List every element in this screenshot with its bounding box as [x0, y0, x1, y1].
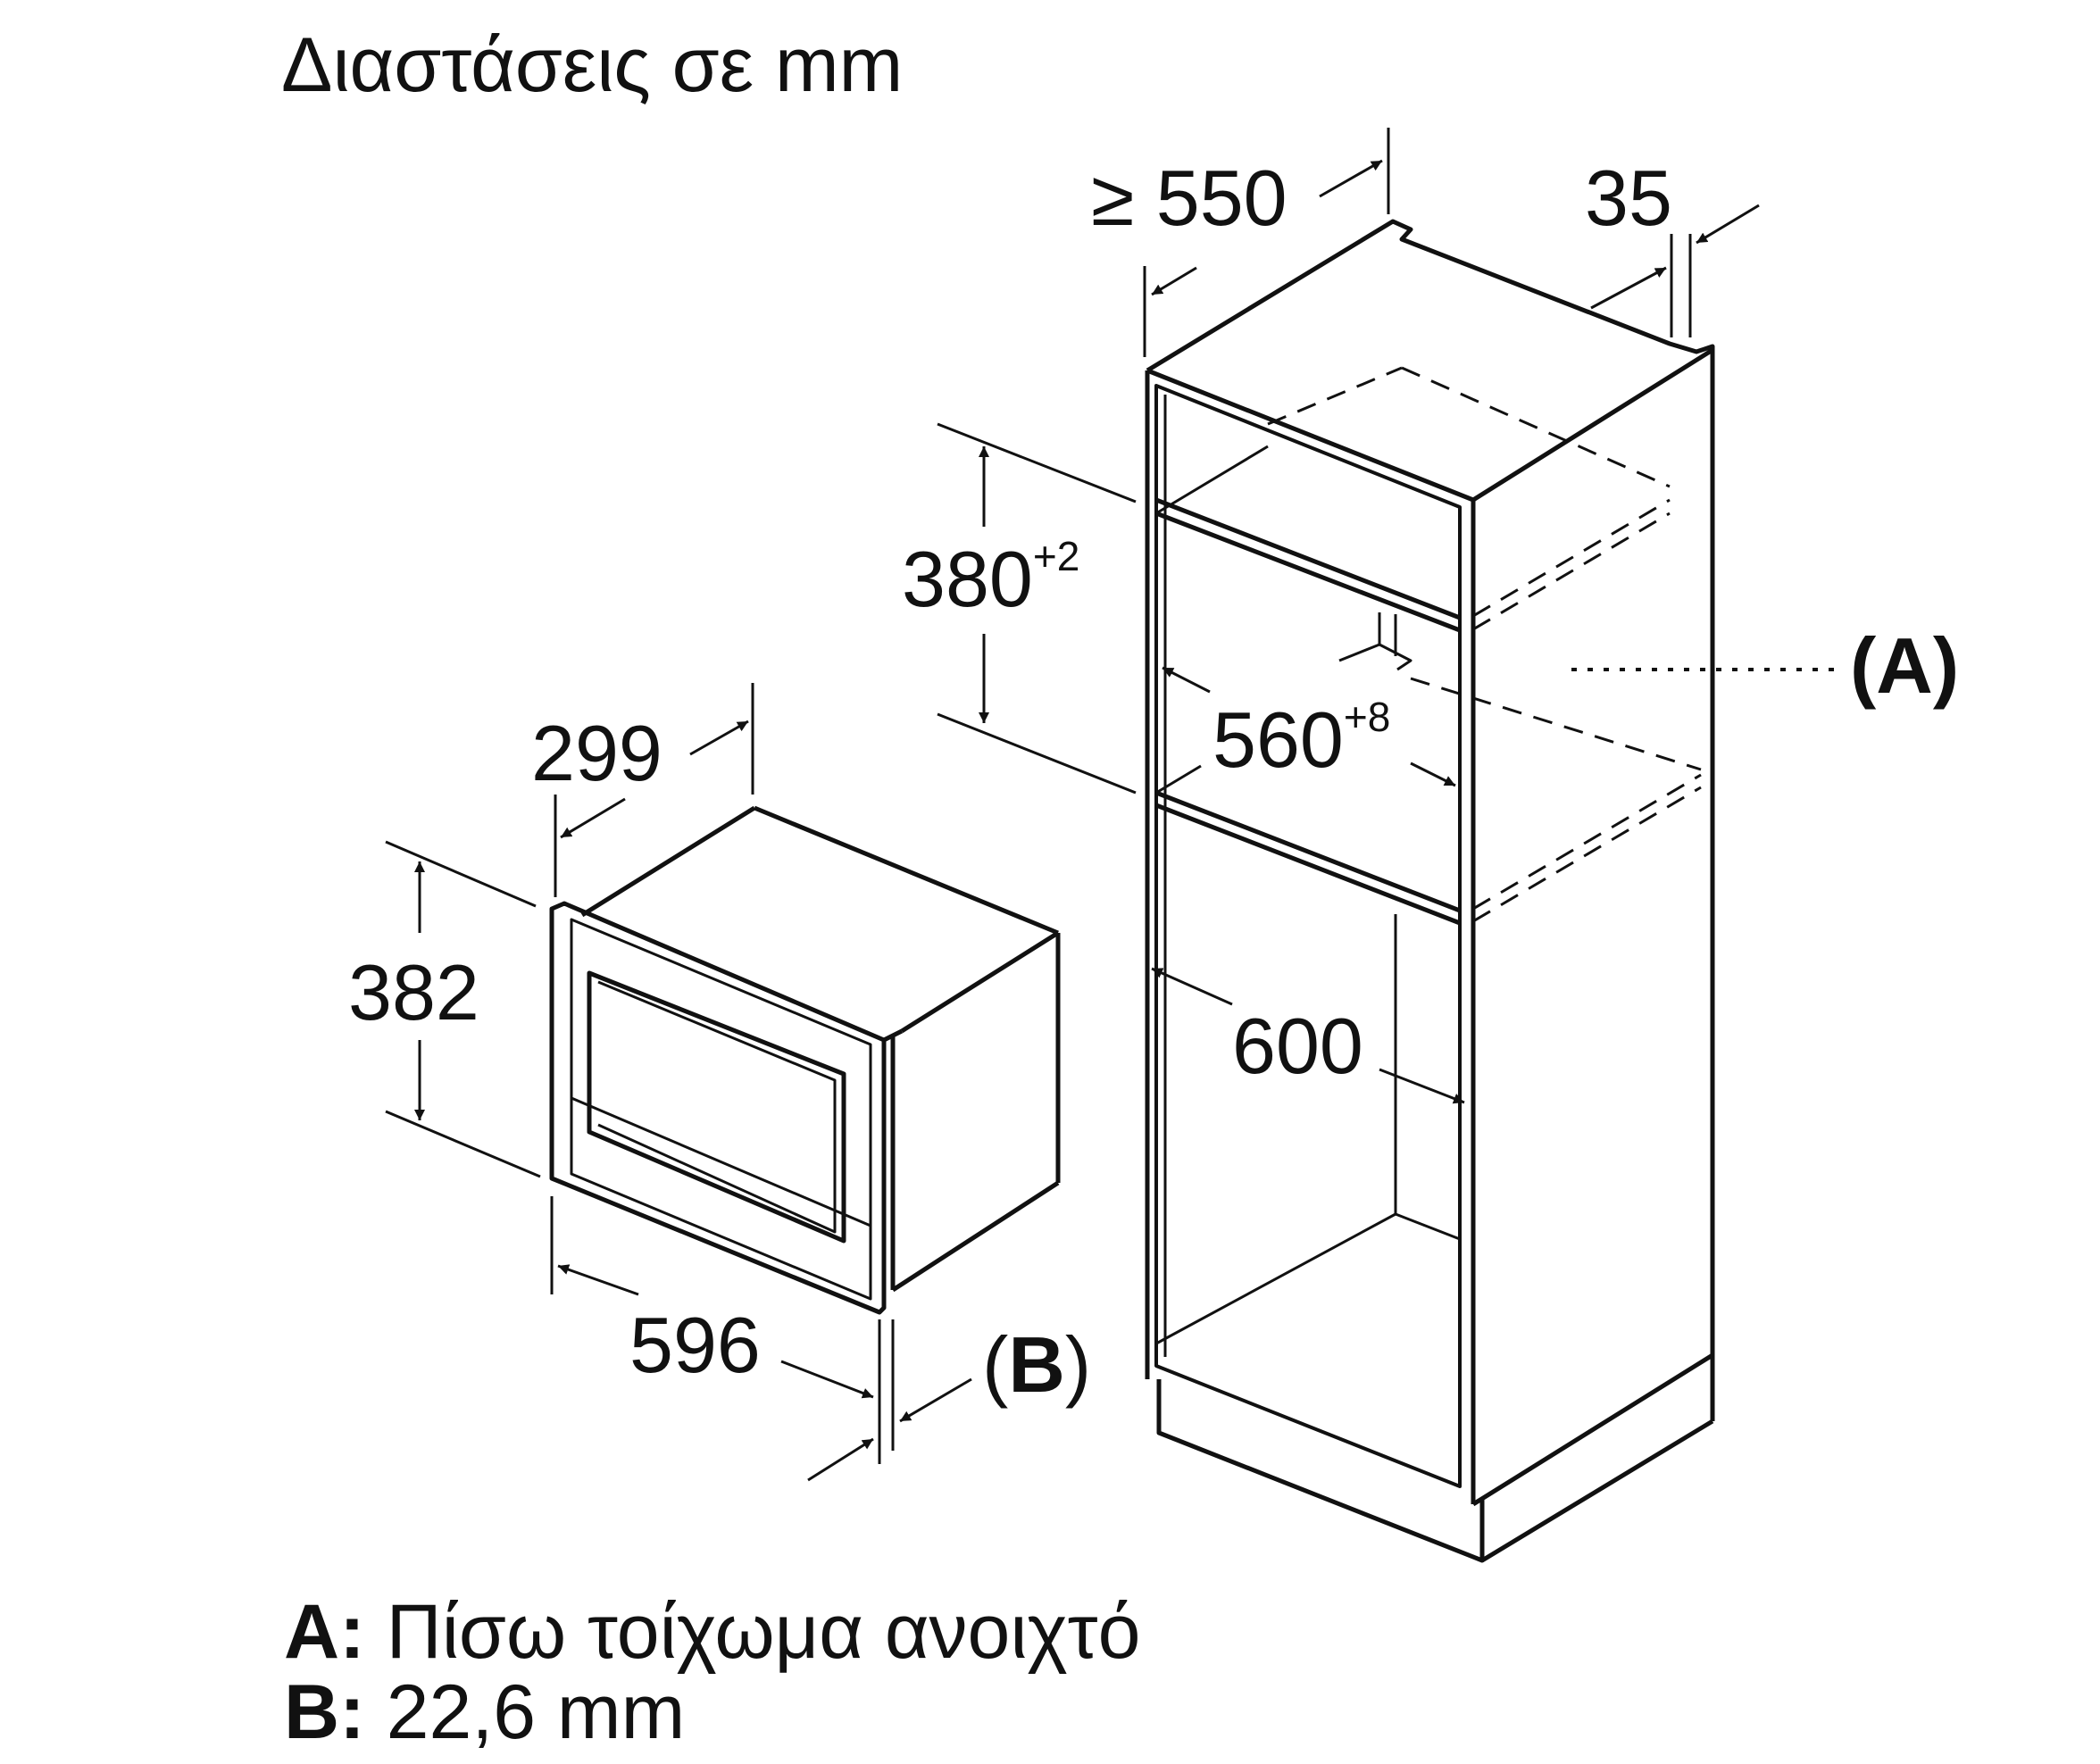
legend-text-b: 22,6 mm — [386, 1669, 686, 1755]
legend-item-a: A: Πίσω τοίχωμα ανοιχτό — [284, 1593, 1140, 1670]
legend-text-a: Πίσω τοίχωμα ανοιχτό — [386, 1589, 1141, 1675]
dim-cabinet-depth: ≥ 550 — [1091, 154, 1288, 242]
marker-a: (A) — [1850, 627, 1959, 705]
page-title: Διαστάσεις σε mm — [281, 22, 904, 108]
dim-appliance-width: 596 — [629, 1301, 761, 1389]
marker-b-open: ( — [982, 1320, 1009, 1409]
dim-appliance-height: 382 — [348, 948, 479, 1036]
dim-niche-height-value: 380 — [902, 535, 1033, 623]
dim-appliance-depth: 299 — [531, 709, 662, 797]
marker-a-text: (A) — [1850, 621, 1960, 710]
dim-niche-width-tolerance: +8 — [1343, 694, 1391, 740]
dim-niche-height-tolerance: +2 — [1032, 533, 1080, 579]
marker-b-close: ) — [1064, 1320, 1092, 1409]
marker-b: (B) — [982, 1326, 1091, 1404]
dim-cabinet-width: 600 — [1232, 1002, 1363, 1090]
dimension-lines — [385, 128, 1835, 1482]
dim-niche-height: 380+2 — [902, 536, 1079, 619]
dim-niche-width: 560+8 — [1212, 696, 1390, 779]
appliance-drawing — [549, 805, 1061, 1315]
dim-side-panel: 35 — [1585, 154, 1672, 242]
legend-item-b: B: 22,6 mm — [284, 1674, 685, 1751]
dim-niche-width-value: 560 — [1212, 695, 1344, 784]
marker-b-letter: B — [1008, 1320, 1065, 1409]
cabinet-drawing — [1145, 219, 1715, 1563]
legend-key-a: A: — [284, 1589, 365, 1675]
cabinet-back-dashed — [1267, 366, 1702, 923]
legend-key-b: B: — [284, 1669, 365, 1755]
